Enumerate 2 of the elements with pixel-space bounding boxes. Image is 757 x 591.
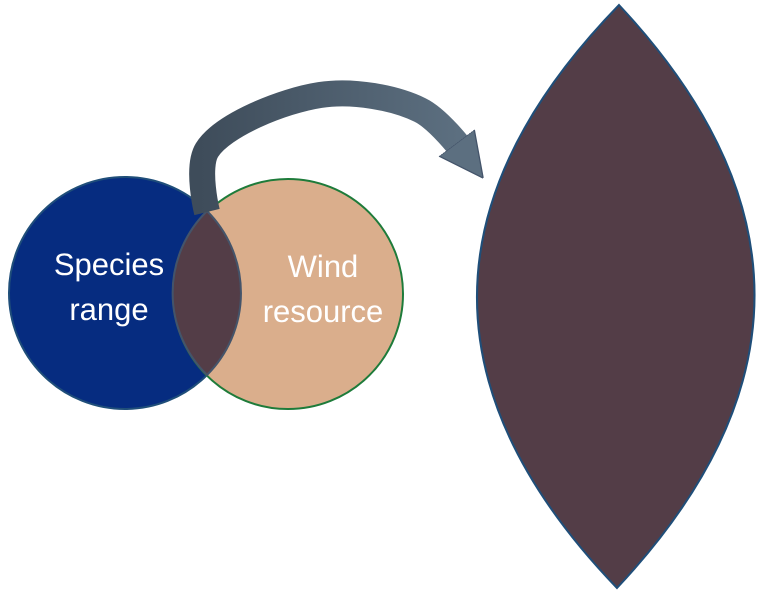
circle-label: Species range	[52, 246, 166, 329]
circle-label: Wind resource	[262, 248, 384, 331]
